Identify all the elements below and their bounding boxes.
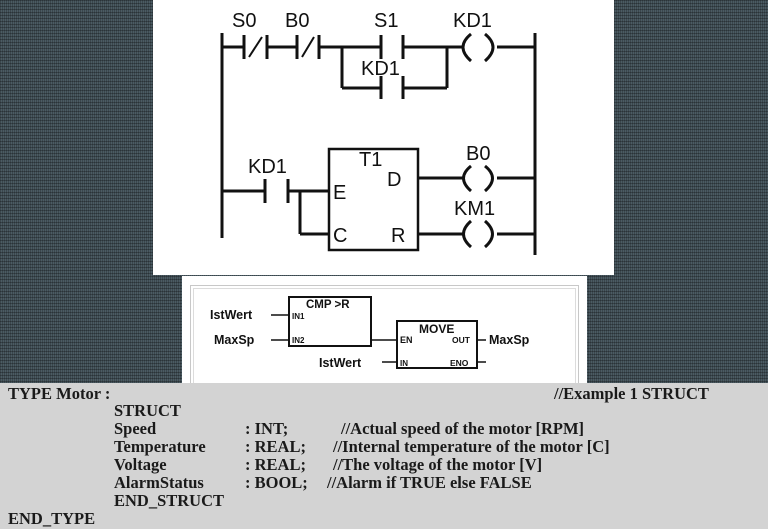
- move-title: MOVE: [419, 322, 454, 336]
- cmp-in1-var: IstWert: [210, 308, 253, 322]
- label-s0: S0: [232, 10, 256, 32]
- field-name: Voltage: [114, 455, 167, 474]
- label-kd1-coil: KD1: [453, 10, 492, 32]
- field-name: Temperature: [114, 437, 206, 456]
- contact-kd1-no: [263, 179, 290, 203]
- field-comment: //Actual speed of the motor [RPM]: [341, 419, 585, 438]
- contact-s0-nc: [242, 35, 269, 59]
- coil-km1: [462, 219, 494, 249]
- coil-kd1: [461, 32, 495, 63]
- timer-block-t1: [327, 147, 420, 252]
- move-out-var: MaxSp: [489, 333, 530, 347]
- timer-pin-r: R: [391, 225, 405, 247]
- type-footer: END_TYPE: [8, 509, 96, 528]
- cmp-title: CMP >R: [306, 299, 350, 311]
- coil-b0: [462, 164, 494, 193]
- timer-pin-c: C: [333, 225, 347, 247]
- field-comment: //Internal temperature of the motor [C]: [333, 437, 610, 456]
- fbd-inner-frame: [193, 288, 576, 383]
- move-pin-out: OUT: [452, 335, 471, 345]
- ladder-diagram: S0 B0 S1 KD1 KD1 KD1 T1 D E C R B0 KM1: [220, 10, 537, 255]
- field-type: : BOOL;: [245, 473, 308, 492]
- label-b0: B0: [285, 10, 309, 32]
- struct-close: END_STRUCT: [114, 491, 225, 510]
- move-block: [396, 320, 478, 369]
- contact-s1-no: [379, 35, 405, 59]
- field-type: : REAL;: [245, 455, 306, 474]
- contact-b0-nc: [295, 35, 321, 59]
- field-name: Speed: [114, 419, 157, 438]
- struct-open: STRUCT: [114, 401, 181, 420]
- function-block-diagram-panel: IstWert MaxSp CMP >R IN1 IN2 MOVE EN IN …: [182, 276, 587, 383]
- label-s1: S1: [374, 10, 398, 32]
- cmp-pin-in1: IN1: [292, 312, 305, 321]
- struct-code-panel: TYPE Motor : //Example 1 STRUCT STRUCT S…: [0, 383, 768, 529]
- field-type: : REAL;: [245, 437, 306, 456]
- label-kd1-parallel: KD1: [361, 58, 400, 80]
- type-header: TYPE Motor :: [8, 384, 111, 403]
- cmp-pin-in2: IN2: [292, 336, 305, 345]
- fbd-frame: [190, 285, 579, 383]
- timer-pin-d: D: [387, 169, 401, 191]
- cmp-in2-var: MaxSp: [214, 333, 255, 347]
- header-comment: //Example 1 STRUCT: [554, 384, 709, 403]
- field-type: : INT;: [245, 419, 289, 438]
- cmp-block: [288, 296, 372, 347]
- ladder-diagram-panel: S0 B0 S1 KD1 KD1 KD1 T1 D E C R B0 KM1: [153, 0, 614, 275]
- field-comment: //Alarm if TRUE else FALSE: [327, 473, 532, 492]
- move-pin-eno: ENO: [450, 358, 469, 368]
- field-name: AlarmStatus: [114, 473, 204, 492]
- move-pin-in: IN: [400, 359, 408, 368]
- timer-pin-e: E: [333, 182, 346, 204]
- label-kd1-rung2: KD1: [248, 156, 287, 178]
- label-km1-coil: KM1: [454, 198, 495, 220]
- field-comment: //The voltage of the motor [V]: [333, 455, 543, 474]
- move-in-var: IstWert: [319, 356, 362, 370]
- timer-name: T1: [359, 149, 382, 171]
- label-b0-coil: B0: [466, 143, 490, 165]
- move-pin-en: EN: [400, 335, 413, 345]
- fbd-diagram: IstWert MaxSp CMP >R IN1 IN2 MOVE EN IN …: [210, 296, 530, 370]
